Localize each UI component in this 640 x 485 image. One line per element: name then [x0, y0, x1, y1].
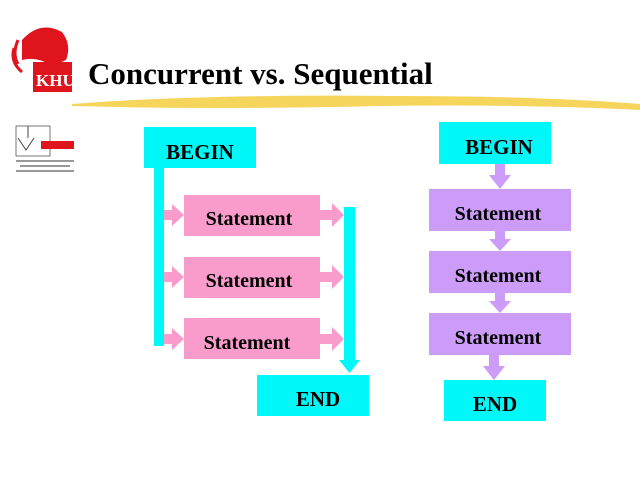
arrow-down-icon — [489, 231, 511, 251]
statement-label: Statement — [455, 265, 542, 287]
statement-label: Statement — [206, 270, 293, 292]
statement-label: Statement — [455, 203, 542, 225]
statement-box — [184, 195, 320, 236]
statement-row: Statement — [164, 195, 344, 236]
khu-logo-text: KHU — [36, 71, 75, 90]
begin-label: BEGIN — [166, 140, 234, 164]
arrow-icon — [164, 328, 184, 350]
arrow-down-icon — [489, 293, 511, 313]
begin-label: BEGIN — [465, 135, 533, 159]
statement-row: Statement — [164, 257, 344, 298]
concurrent-diagram: BEGIN Statement Statement Statement END — [144, 127, 369, 416]
lab-logo — [15, 125, 74, 172]
statement-box — [429, 313, 571, 355]
fork-bar — [154, 160, 164, 346]
end-label: END — [473, 392, 517, 416]
statement-box — [184, 257, 320, 298]
join-bar-arrow — [339, 207, 360, 373]
end-label: END — [296, 387, 340, 411]
arrow-icon — [320, 327, 344, 351]
statement-row: Statement — [164, 318, 344, 359]
statement-box — [429, 251, 571, 293]
statement-box — [429, 189, 571, 231]
arrow-icon — [320, 203, 344, 227]
end-box — [257, 375, 369, 416]
slide-title: Concurrent vs. Sequential — [88, 56, 433, 91]
arrow-icon — [320, 265, 344, 289]
arrow-down-icon — [489, 164, 511, 189]
statement-box — [184, 318, 320, 359]
begin-box — [439, 122, 551, 164]
end-box — [444, 380, 546, 421]
arrow-icon — [164, 266, 184, 288]
statement-label: Statement — [206, 208, 293, 230]
title-underline-brush — [72, 95, 640, 110]
statement-label: Statement — [204, 332, 291, 354]
arrow-down-icon — [483, 355, 505, 380]
khu-logo: KHU — [11, 27, 75, 92]
begin-box — [144, 127, 256, 168]
statement-label: Statement — [455, 327, 542, 349]
sequential-diagram: BEGIN Statement Statement Statement END — [429, 122, 571, 421]
arrow-icon — [164, 204, 184, 226]
